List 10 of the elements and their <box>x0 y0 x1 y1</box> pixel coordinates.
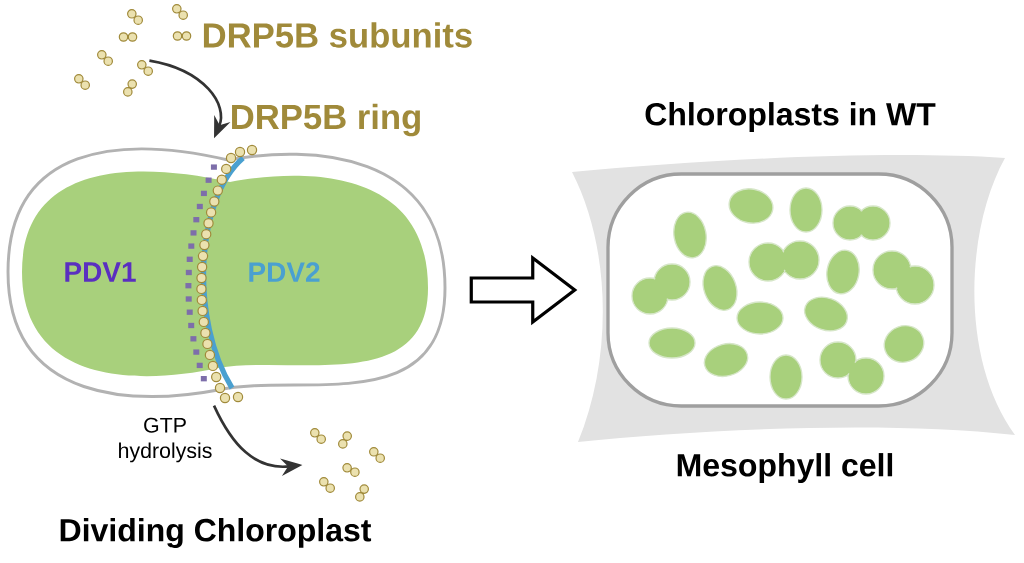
ring-label: DRP5B ring <box>232 103 420 137</box>
block-arrow <box>469 254 578 326</box>
subunits-label: DRP5B subunits <box>203 22 472 48</box>
title: Mesophyll cell <box>677 453 893 483</box>
subunit-cluster-drawing <box>310 428 385 502</box>
edge-label: GTP hydrolysis <box>113 416 217 464</box>
title: Dividing Chloroplast <box>60 518 372 548</box>
title: Chloroplasts in WT <box>645 102 936 132</box>
protein-label: PDV1 <box>65 262 136 282</box>
protein-label: PDV2 <box>249 262 320 282</box>
